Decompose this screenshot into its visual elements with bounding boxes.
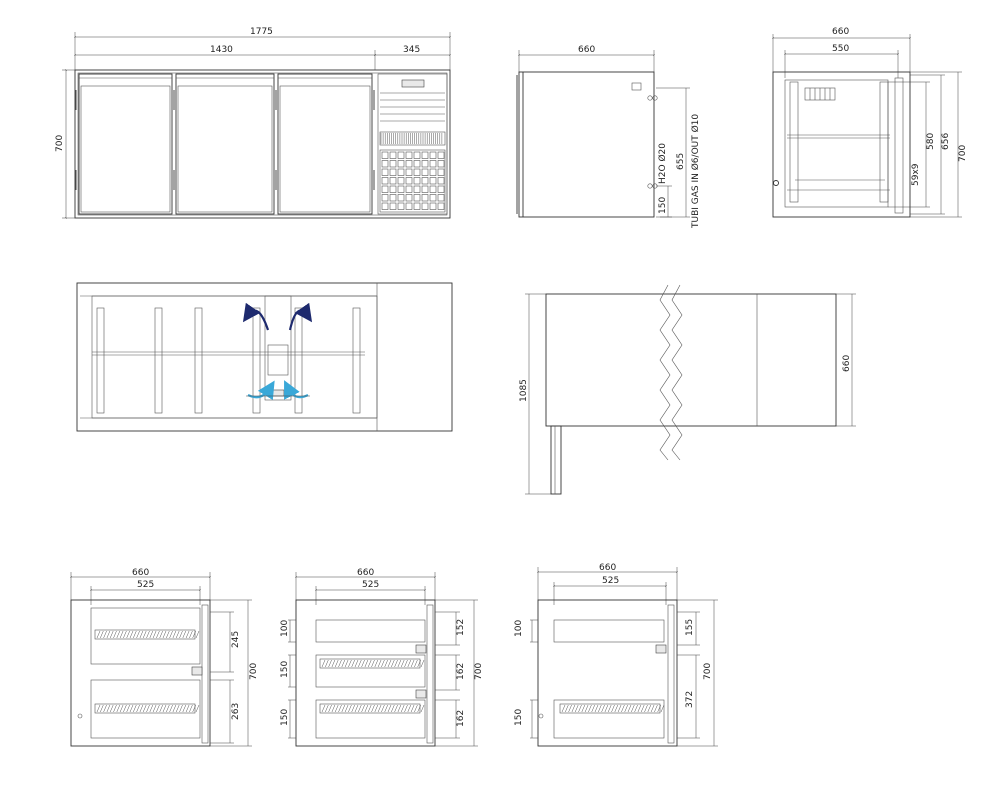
dim-rside-700: 700 [958, 145, 968, 162]
dim-d3-525: 525 [362, 580, 379, 590]
dim-dm-525: 525 [602, 576, 619, 586]
dim-d3-100: 100 [280, 620, 290, 637]
dim-dm-660: 660 [599, 563, 616, 573]
dim-dm-155: 155 [685, 619, 695, 636]
side-view-left: 660 150 H2O Ø20 655 TUBI GAS IN Ø6/OUT Ø… [516, 45, 701, 229]
evaporator [264, 295, 292, 401]
drawer-grille-1 [94, 629, 200, 640]
dim-dm-150: 150 [514, 709, 524, 726]
dim-d2-700: 700 [249, 663, 259, 680]
dim-d2-245: 245 [231, 631, 241, 648]
top-length-view: 1085 660 [519, 284, 856, 495]
dim-d3-700: 700 [474, 663, 484, 680]
dim-rside-656: 656 [941, 133, 951, 150]
drawer-grille-3 [319, 658, 425, 669]
dim-side-655: 655 [676, 153, 686, 170]
dim-dm-372: 372 [685, 691, 695, 708]
drawers-view-2: 660 525 245 263 700 [69, 568, 259, 747]
drawers-view-3: 660 525 100 150 150 152 162 [280, 568, 484, 747]
front-view: 1775 1430 345 700 [55, 27, 452, 220]
dim-side-150: 150 [658, 197, 668, 214]
dim-d3-162a: 162 [456, 663, 466, 680]
dim-rside-hole: 59x9 [911, 163, 921, 186]
drawers-view-mix: 660 525 100 150 155 372 700 [514, 563, 718, 747]
dim-d3-162b: 162 [456, 710, 466, 727]
dim-front-1430: 1430 [210, 45, 233, 55]
label-gas-pipes: TUBI GAS IN Ø6/OUT Ø10 [690, 114, 701, 229]
dim-d3-152: 152 [456, 619, 466, 636]
control-panel [401, 79, 425, 88]
dim-top-660: 660 [842, 355, 852, 372]
door-hinges [75, 90, 375, 190]
dim-rside-550: 550 [832, 44, 849, 54]
dim-side-660: 660 [578, 45, 595, 55]
dim-d3-660: 660 [357, 568, 374, 578]
coil-block [804, 87, 836, 101]
break-line-right [671, 284, 683, 461]
dim-d3-150b: 150 [280, 709, 290, 726]
dim-front-345: 345 [403, 45, 420, 55]
side-view-right: 660 550 580 656 700 [771, 27, 968, 218]
dim-dm-700: 700 [703, 663, 713, 680]
dim-front-1775: 1775 [250, 27, 273, 37]
dim-rside-580: 580 [926, 133, 936, 150]
dim-dm-100: 100 [514, 620, 524, 637]
dim-d2-525: 525 [137, 580, 154, 590]
shelf-uprights [96, 307, 361, 414]
dim-rside-660: 660 [832, 27, 849, 37]
vent-grid [379, 149, 446, 213]
dim-d2-660: 660 [132, 568, 149, 578]
vent-slots [379, 131, 446, 146]
break-line-left [659, 284, 671, 461]
drawer-grille-4 [319, 703, 425, 714]
dim-d3-150a: 150 [280, 661, 290, 678]
dim-top-1085: 1085 [519, 379, 529, 402]
top-view [76, 282, 453, 432]
drawer-grille-5 [559, 703, 665, 714]
drawer-grille-2 [94, 703, 200, 714]
dim-front-700: 700 [55, 135, 65, 152]
label-h2o: H2O Ø20 [657, 143, 668, 184]
dim-d2-263: 263 [231, 703, 241, 720]
